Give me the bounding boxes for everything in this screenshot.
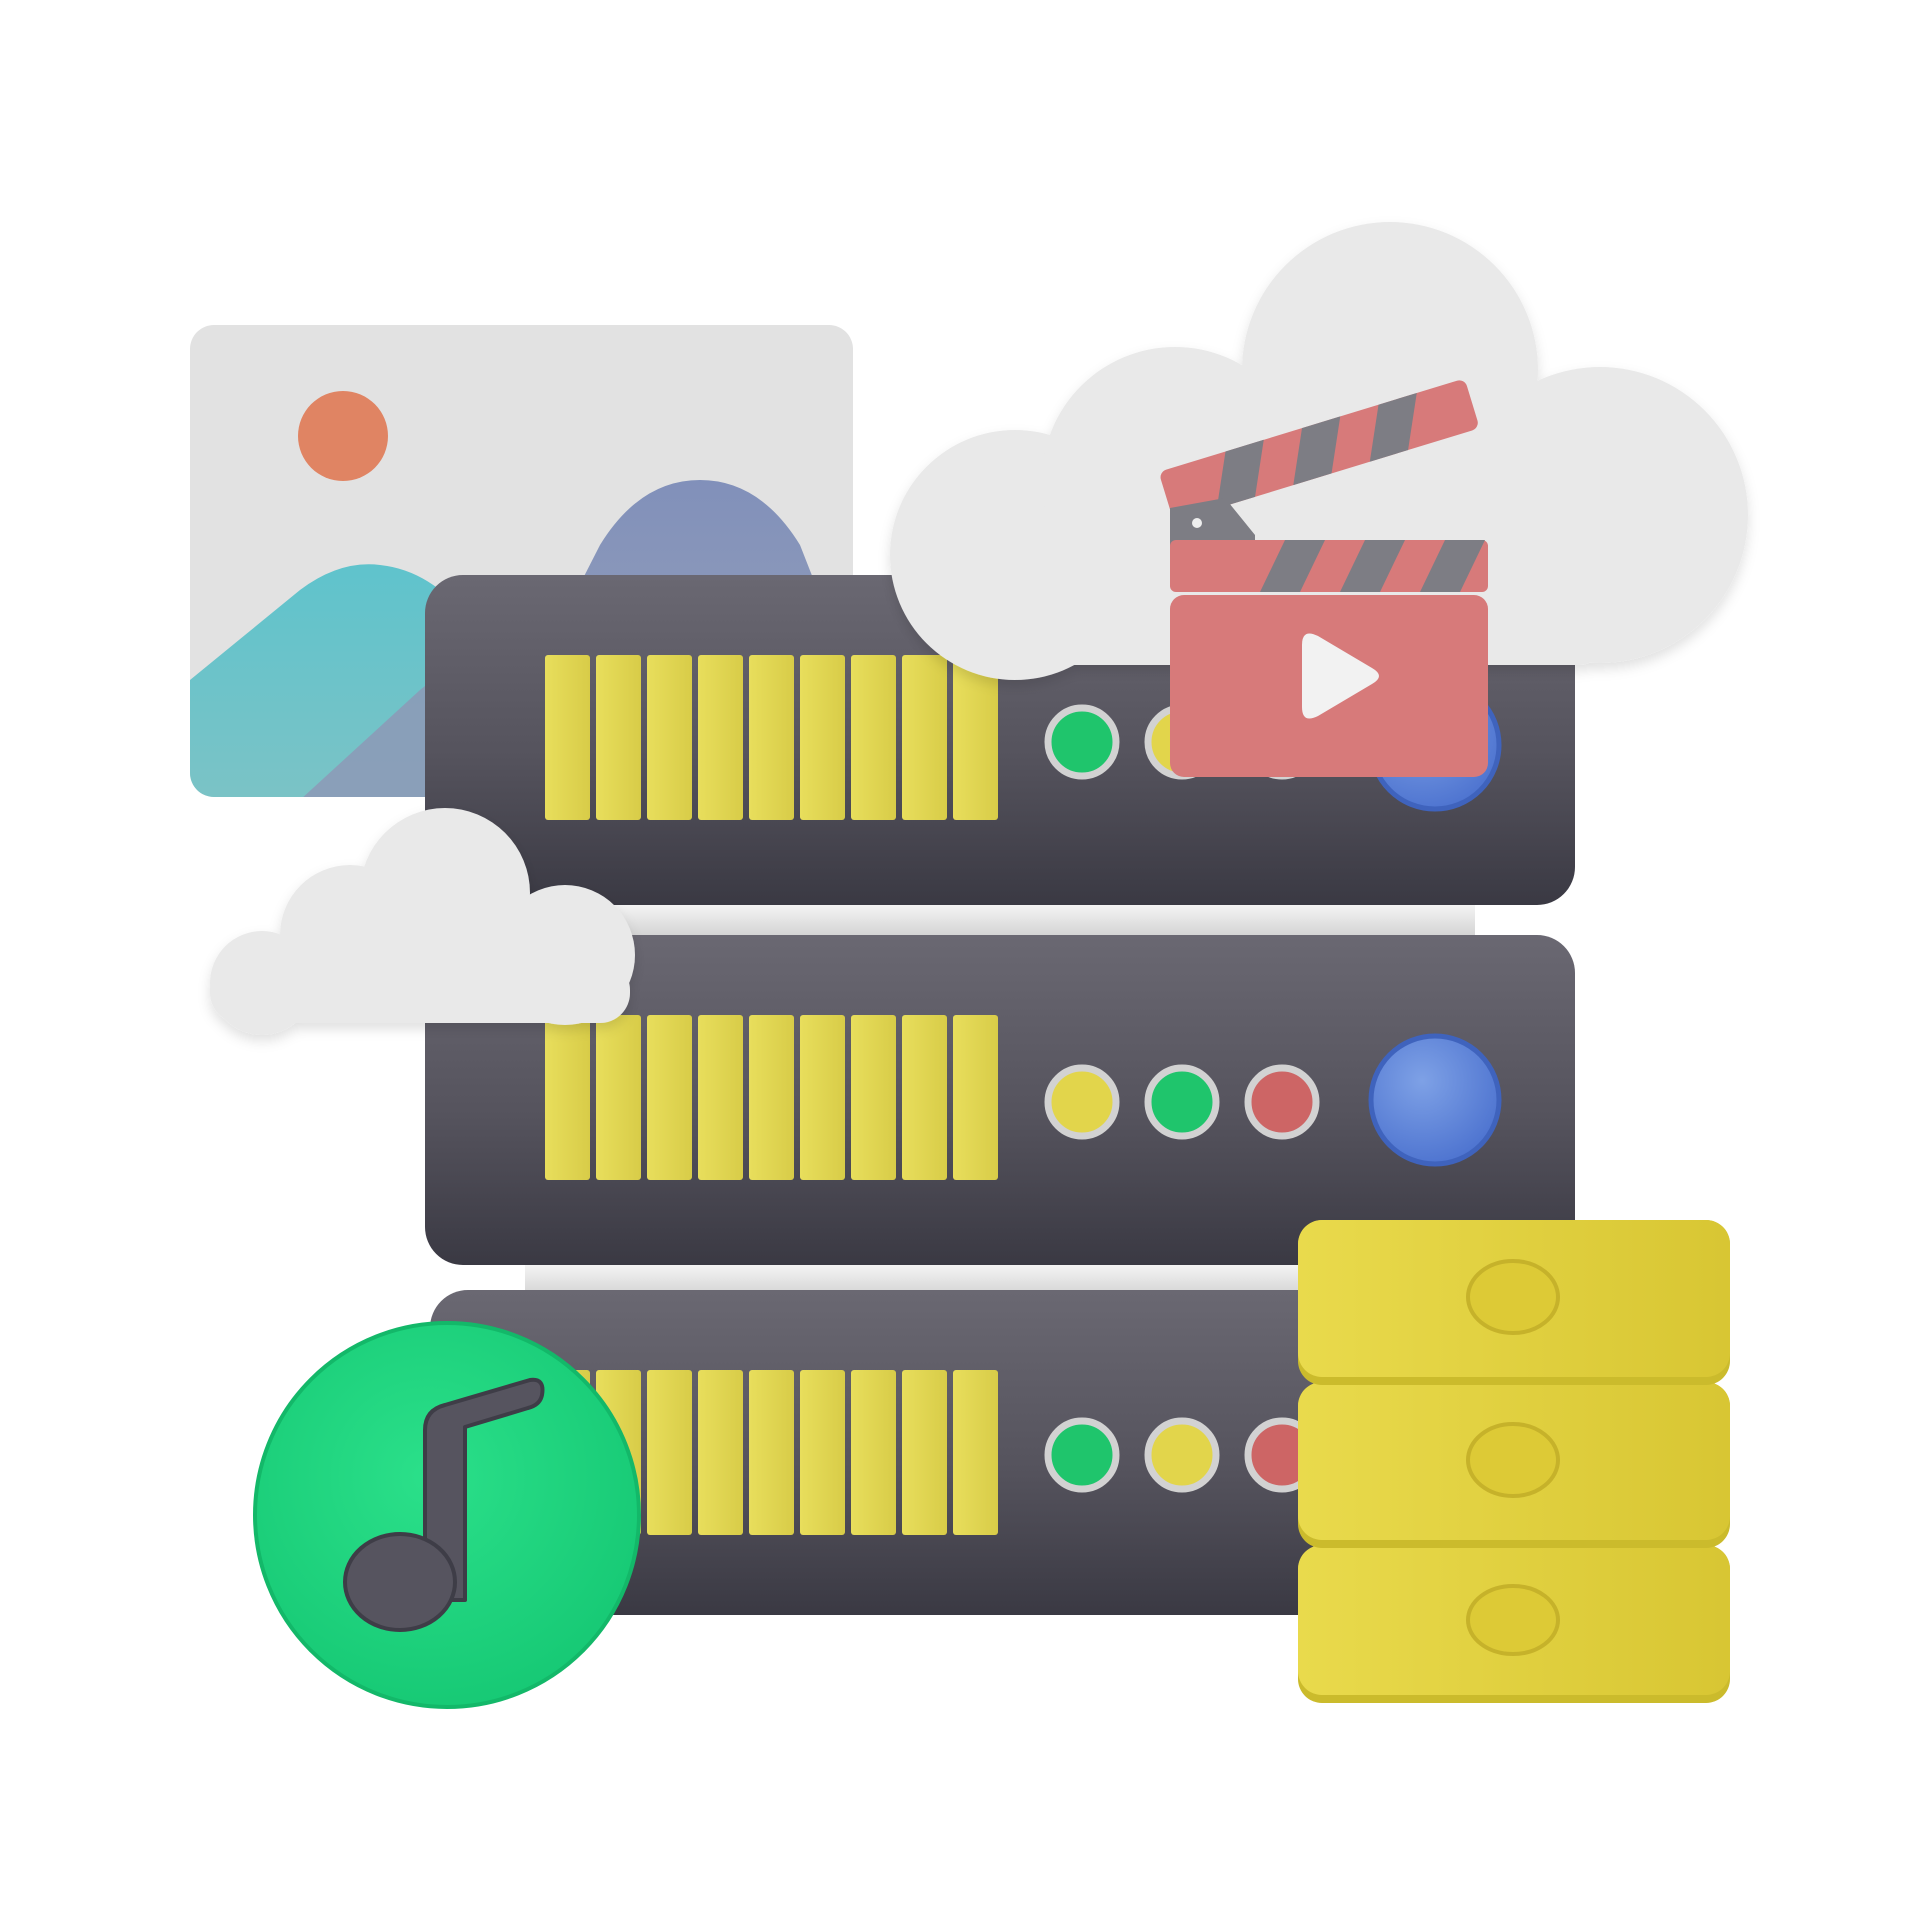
drive-slot <box>800 1370 845 1535</box>
drive-slot <box>851 1370 896 1535</box>
drive-slot <box>698 655 743 820</box>
drive-slot <box>953 655 998 820</box>
drive-slot <box>902 655 947 820</box>
database-disk-3 <box>1298 1545 1730 1703</box>
status-led-green <box>1044 1417 1120 1493</box>
drive-bays <box>545 1015 998 1180</box>
drive-slot <box>953 1015 998 1180</box>
drive-slot <box>800 1015 845 1180</box>
cloud-icon <box>210 808 635 1035</box>
drive-slot <box>545 1015 590 1180</box>
drive-slot <box>749 655 794 820</box>
drive-slot <box>647 1015 692 1180</box>
drive-slot <box>902 1015 947 1180</box>
drive-slot <box>851 1015 896 1180</box>
status-led-yellow <box>1144 1417 1220 1493</box>
drive-bays <box>545 655 998 820</box>
music-note-icon <box>253 1321 641 1709</box>
database-icon <box>1298 1220 1730 1703</box>
server-unit-2 <box>425 935 1575 1265</box>
status-led-red <box>1244 1064 1320 1140</box>
power-button <box>1368 1033 1502 1167</box>
drive-slot <box>749 1370 794 1535</box>
drive-slot <box>647 655 692 820</box>
drive-slot <box>596 1015 641 1180</box>
drive-slot <box>698 1015 743 1180</box>
drive-slot <box>698 1370 743 1535</box>
database-disk-2 <box>1298 1382 1730 1548</box>
drive-slot <box>800 655 845 820</box>
drive-slot <box>902 1370 947 1535</box>
status-led-yellow <box>1044 1064 1120 1140</box>
drive-slot <box>647 1370 692 1535</box>
music-note-glyph <box>343 1377 545 1632</box>
drive-slot <box>851 655 896 820</box>
drive-slot <box>953 1370 998 1535</box>
drive-slot <box>596 655 641 820</box>
database-disk-1 <box>1298 1220 1730 1385</box>
drive-slot <box>545 655 590 820</box>
drive-slot <box>749 1015 794 1180</box>
play-icon <box>1302 633 1379 719</box>
clapper-stripe-bar <box>1170 540 1488 592</box>
image-sun <box>298 391 388 481</box>
status-led-green <box>1044 704 1120 780</box>
clapperboard-icon <box>1160 380 1488 777</box>
status-led-green <box>1144 1064 1220 1140</box>
